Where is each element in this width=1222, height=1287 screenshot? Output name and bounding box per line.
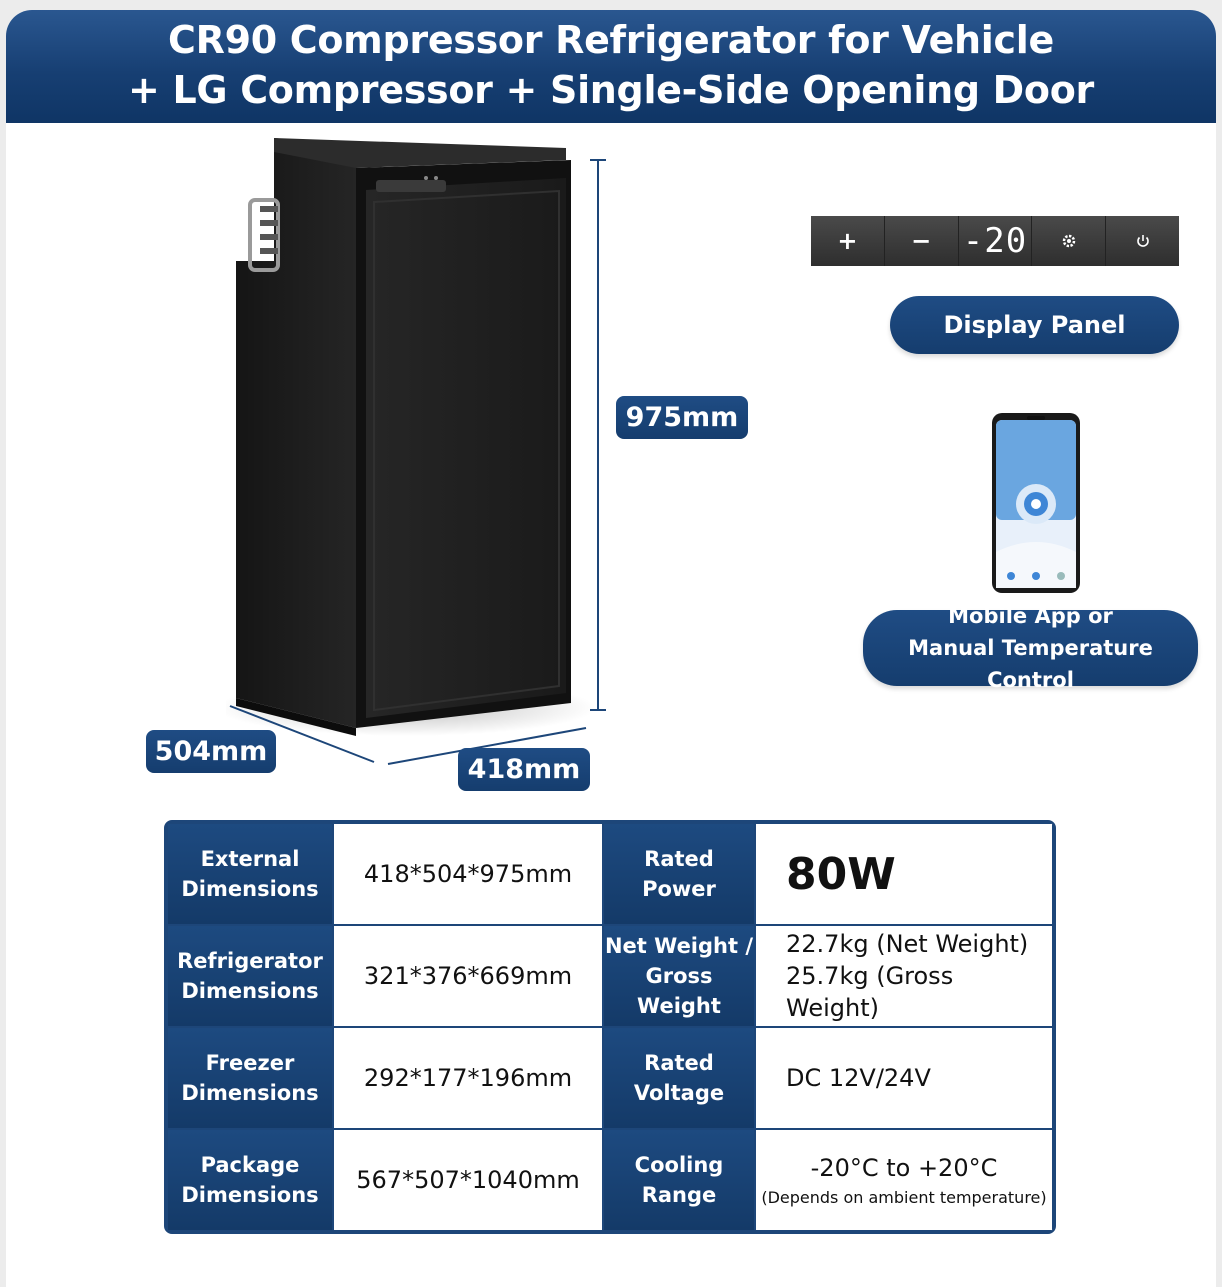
spec-value-power: 80W xyxy=(754,822,1054,926)
power-icon xyxy=(1136,235,1149,247)
power-button[interactable] xyxy=(1106,216,1179,266)
spec-value: 418*504*975mm xyxy=(332,822,604,926)
gear-icon xyxy=(1062,234,1076,248)
display-panel: + − -20 xyxy=(811,216,1179,266)
width-dimension-label: 418mm xyxy=(458,748,590,791)
decrease-button[interactable]: − xyxy=(884,216,959,266)
mobile-control-label: Mobile App or Manual Temperature Control xyxy=(863,604,1198,692)
settings-button[interactable] xyxy=(1032,216,1107,266)
spec-value: 321*376*669mm xyxy=(332,924,604,1028)
fridge-side xyxy=(236,138,356,728)
spec-value-voltage: DC 12V/24V xyxy=(754,1026,1054,1130)
temperature-readout: -20 xyxy=(958,216,1033,266)
title-banner: CR90 Compressor Refrigerator for Vehicle… xyxy=(6,10,1216,123)
spec-value-cooling: -20°C to +20°C(Depends on ambient temper… xyxy=(754,1128,1054,1232)
spec-label: Net Weight /Gross Weight xyxy=(602,924,756,1028)
spec-value-weight: 22.7kg (Net Weight)25.7kg (Gross Weight) xyxy=(754,924,1054,1028)
mobile-control-line-2: Manual Temperature Control xyxy=(908,636,1153,692)
cooling-note: (Depends on ambient temperature) xyxy=(761,1187,1047,1207)
title-line-1: CR90 Compressor Refrigerator for Vehicle xyxy=(168,18,1054,62)
fridge-door xyxy=(366,178,566,718)
refrigerator-image xyxy=(226,138,606,765)
title-line-2: + LG Compressor + Single-Side Opening Do… xyxy=(128,68,1094,112)
spec-value: 567*507*1040mm xyxy=(332,1128,604,1232)
display-panel-label: Display Panel xyxy=(890,296,1179,354)
product-card: CR90 Compressor Refrigerator for Vehicle… xyxy=(6,10,1216,1287)
increase-button[interactable]: + xyxy=(811,216,885,266)
mobile-control-line-1: Mobile App or xyxy=(948,604,1113,628)
mobile-phone-image xyxy=(992,413,1080,593)
height-dimension-label: 975mm xyxy=(616,396,748,439)
fridge-control-bar xyxy=(376,180,446,192)
depth-dimension-label: 504mm xyxy=(146,730,276,773)
spec-value: 292*177*196mm xyxy=(332,1026,604,1130)
